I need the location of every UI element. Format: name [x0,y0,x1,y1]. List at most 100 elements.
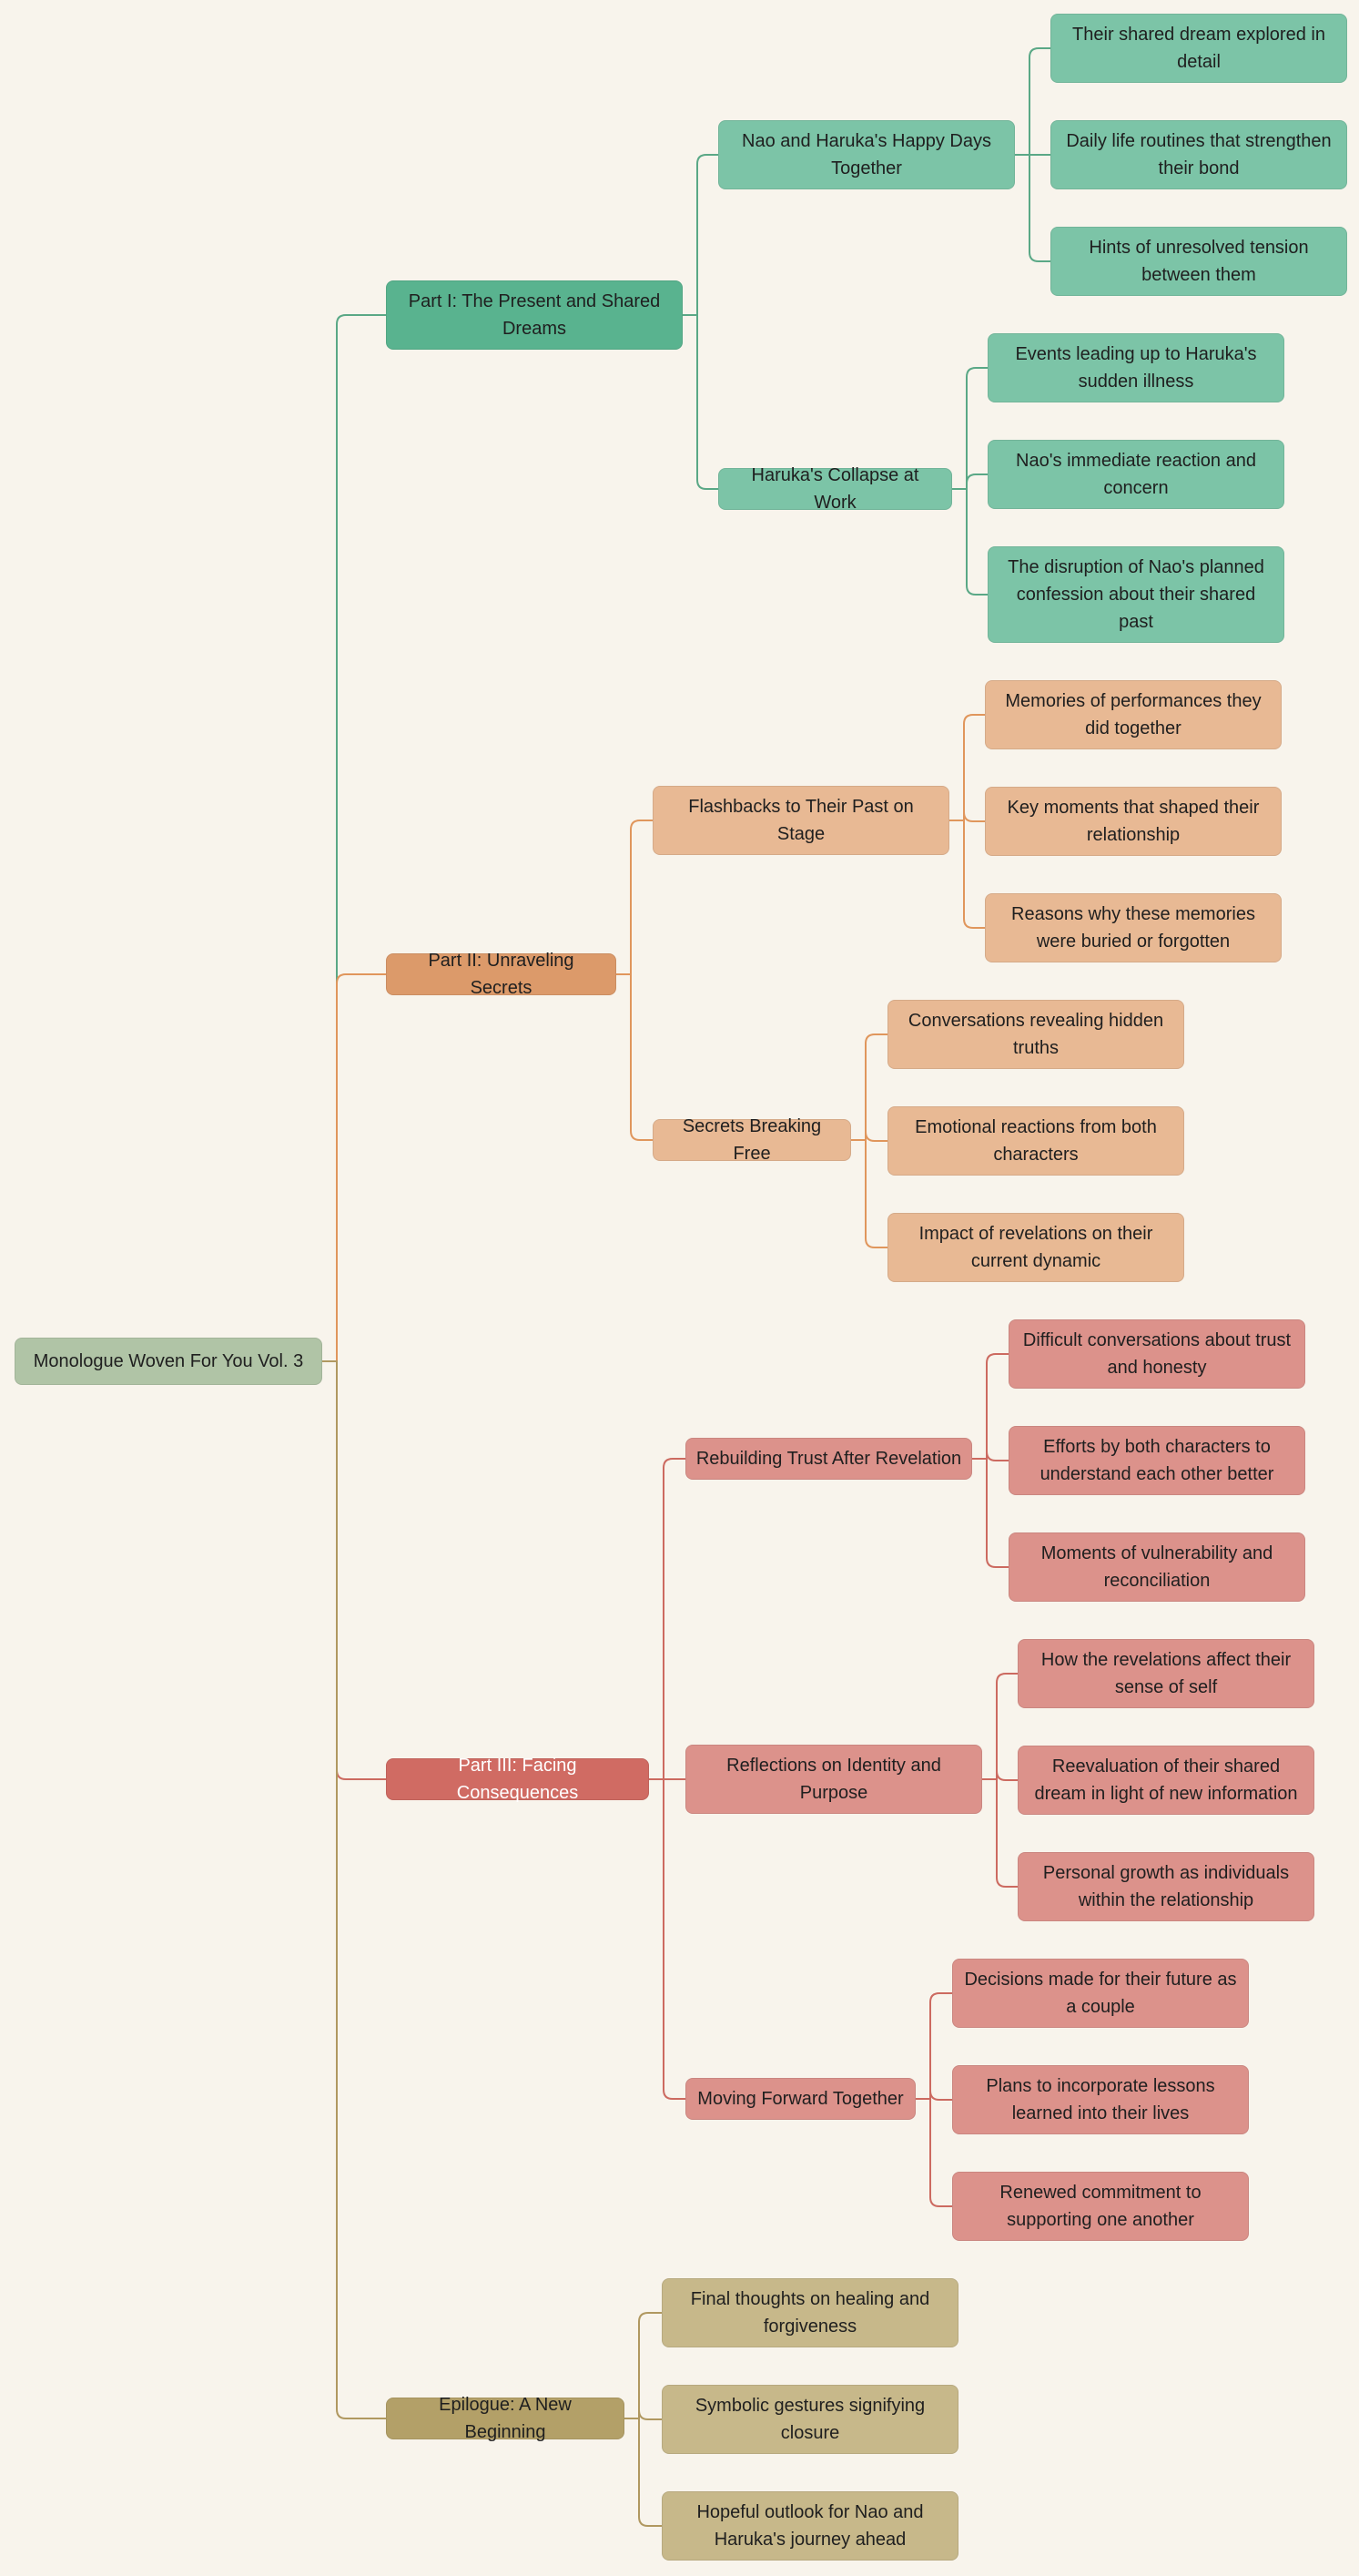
topic-node-moving-forward: Moving Forward Together [685,2078,916,2120]
topic-connector [616,973,653,1141]
branch-node-epilogue: Epilogue: A New Beginning [386,2395,624,2442]
leaf-node-label: Events leading up to Haruka's sudden ill… [1015,344,1257,392]
topic-connector [683,154,718,316]
leaf-node: Reasons why these memories were buried o… [985,893,1282,962]
leaf-node-label: Conversations revealing hidden truths [908,1011,1164,1058]
leaf-connector [972,1451,1009,1461]
leaf-node: Impact of revelations on their current d… [887,1213,1184,1282]
leaf-connector [851,1131,887,1142]
leaf-connector [851,1033,887,1141]
leaf-node: Memories of performances they did togeth… [985,680,1282,749]
leaf-node: Difficult conversations about trust and … [1009,1319,1305,1389]
topic-connector [616,820,653,975]
leaf-node-label: Emotional reactions from both characters [915,1117,1157,1165]
leaf-node: Moments of vulnerability and reconciliat… [1009,1532,1305,1602]
leaf-connector [1015,47,1050,156]
leaf-connector [624,2409,662,2420]
leaf-node-label: How the revelations affect their sense o… [1040,1650,1292,1697]
leaf-node-label: Nao's immediate reaction and concern [1016,451,1256,498]
branch-node-label: Part I: The Present and Shared Dreams [408,291,661,339]
leaf-node: Personal growth as individuals within th… [1018,1852,1314,1921]
leaf-node: Conversations revealing hidden truths [887,1000,1184,1069]
topic-node-label: Reflections on Identity and Purpose [726,1756,941,1803]
topic-node-secrets: Secrets Breaking Free [653,1116,851,1164]
leaf-node: Final thoughts on healing and forgivenes… [662,2278,958,2347]
leaf-node-label: Symbolic gestures signifying closure [695,2396,926,2443]
topic-node-label: Secrets Breaking Free [682,1116,822,1164]
topic-connector [649,1778,685,2100]
leaf-node: Decisions made for their future as a cou… [952,1959,1249,2028]
branch-node-part-2: Part II: Unraveling Secrets [386,951,616,998]
leaf-node: Symbolic gestures signifying closure [662,2385,958,2454]
topic-node-label: Moving Forward Together [697,2089,904,2109]
leaf-node-label: Hints of unresolved tension between them [1089,238,1309,285]
leaf-connector [982,1770,1018,1781]
leaf-node-label: Impact of revelations on their current d… [918,1224,1153,1271]
leaf-node-label: Reevaluation of their shared dream in li… [1034,1756,1298,1804]
leaf-node: Their shared dream explored in detail [1050,14,1347,83]
topic-node-happy-days: Nao and Haruka's Happy Days Together [718,120,1015,189]
leaf-connector [916,2098,952,2207]
topic-node-label: Nao and Haruka's Happy Days Together [742,131,991,178]
leaf-node-label: Memories of performances they did togeth… [1005,691,1262,738]
leaf-node-label: Key moments that shaped their relationsh… [1007,798,1260,845]
leaf-connector [982,1673,1018,1780]
topic-node-label: Haruka's Collapse at Work [751,465,919,513]
leaf-connector [952,488,988,596]
leaf-connector [952,367,988,490]
leaf-connector [916,2090,952,2101]
leaf-connector [851,1139,887,1248]
leaf-node-label: Reasons why these memories were buried o… [1011,904,1255,952]
leaf-connector [916,1992,952,2100]
leaf-connector [982,1778,1018,1888]
branch-connector [322,973,386,1362]
branch-connector [322,314,386,1362]
branch-node-part-1: Part I: The Present and Shared Dreams [386,280,683,350]
leaf-node: Renewed commitment to supporting one ano… [952,2172,1249,2241]
branch-node-label: Part II: Unraveling Secrets [428,951,574,998]
topic-node-label: Rebuilding Trust After Revelation [695,1449,962,1469]
topic-node-label: Flashbacks to Their Past on Stage [688,797,914,844]
leaf-node: Reevaluation of their shared dream in li… [1018,1746,1314,1815]
leaf-node-label: Efforts by both characters to understand… [1040,1437,1274,1484]
leaf-connector [624,2312,662,2419]
leaf-connector [949,714,985,821]
leaf-node-label: Difficult conversations about trust and … [1022,1330,1292,1378]
topic-connector [683,314,718,490]
topic-node-collapse: Haruka's Collapse at Work [718,465,952,513]
leaf-connector [949,811,985,822]
leaf-node: Plans to incorporate lessons learned int… [952,2065,1249,2134]
leaf-connector [972,1353,1009,1460]
leaf-node-label: Hopeful outlook for Nao and Haruka's jou… [696,2502,924,2550]
leaf-connector [952,473,988,490]
leaf-node-label: The disruption of Nao's planned confessi… [1008,557,1264,632]
leaf-connector [624,2418,662,2527]
branch-connector [322,1360,386,1780]
leaf-node: How the revelations affect their sense o… [1018,1639,1314,1708]
leaf-node: Daily life routines that strengthen thei… [1050,120,1347,189]
leaf-node-label: Decisions made for their future as a cou… [964,1970,1237,2017]
leaf-connector [972,1458,1009,1568]
leaf-node: The disruption of Nao's planned confessi… [988,546,1284,643]
branch-node-part-3: Part III: Facing Consequences [386,1756,649,1803]
root-node-label: Monologue Woven For You Vol. 3 [33,1351,304,1371]
branch-node-label: Part III: Facing Consequences [456,1756,579,1803]
topic-connector [649,1458,685,1780]
leaf-node: Nao's immediate reaction and concern [988,440,1284,509]
branch-connector [322,1360,386,2419]
leaf-node-label: Their shared dream explored in detail [1072,25,1325,72]
leaf-node: Emotional reactions from both characters [887,1106,1184,1176]
leaf-node-label: Moments of vulnerability and reconciliat… [1040,1543,1273,1591]
branch-node-label: Epilogue: A New Beginning [439,2395,572,2442]
leaf-node: Efforts by both characters to understand… [1009,1426,1305,1495]
leaf-connector [949,820,985,929]
topic-node-reflections: Reflections on Identity and Purpose [685,1745,982,1814]
leaf-node-label: Plans to incorporate lessons learned int… [986,2076,1215,2123]
leaf-node-label: Renewed commitment to supporting one ano… [999,2183,1202,2230]
leaf-node-label: Final thoughts on healing and forgivenes… [690,2289,930,2337]
root-node: Monologue Woven For You Vol. 3 [15,1338,322,1385]
leaf-node: Events leading up to Haruka's sudden ill… [988,333,1284,402]
leaf-node: Hopeful outlook for Nao and Haruka's jou… [662,2491,958,2561]
